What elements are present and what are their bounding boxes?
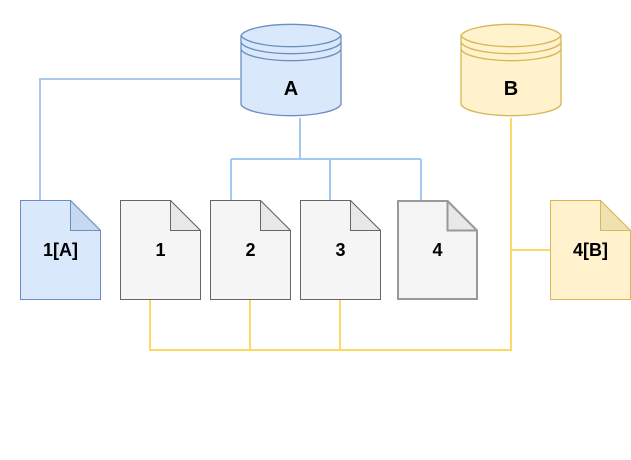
database-cylinder-icon <box>460 23 562 117</box>
document-1a: 1[A] <box>20 200 101 300</box>
database-a: A <box>240 22 342 118</box>
document-1-label: 1 <box>155 239 166 260</box>
edge-b-bus <box>149 118 512 351</box>
document-1a-label: 1[A] <box>43 239 78 260</box>
edge-a-to-1a <box>39 78 240 201</box>
document-4b-label: 4[B] <box>573 239 608 260</box>
document-4: 4 <box>397 200 478 300</box>
document-2: 2 <box>210 200 291 300</box>
database-a-label: A <box>283 78 299 100</box>
document-4b: 4[B] <box>550 200 631 300</box>
edge-b-stubs <box>249 300 341 350</box>
document-note-icon <box>210 200 291 300</box>
database-b-label: B <box>503 78 519 100</box>
document-2-label: 2 <box>245 239 256 260</box>
document-note-icon <box>300 200 381 300</box>
document-3: 3 <box>300 200 381 300</box>
document-note-icon <box>550 200 631 300</box>
document-1: 1 <box>120 200 201 300</box>
document-note-icon <box>397 200 478 300</box>
document-4-label: 4 <box>432 239 443 260</box>
document-3-label: 3 <box>335 239 346 260</box>
database-b: B <box>460 22 562 118</box>
database-cylinder-icon <box>240 23 342 117</box>
document-note-icon <box>120 200 201 300</box>
edge-a-branch <box>230 118 422 201</box>
document-note-icon <box>20 200 101 300</box>
